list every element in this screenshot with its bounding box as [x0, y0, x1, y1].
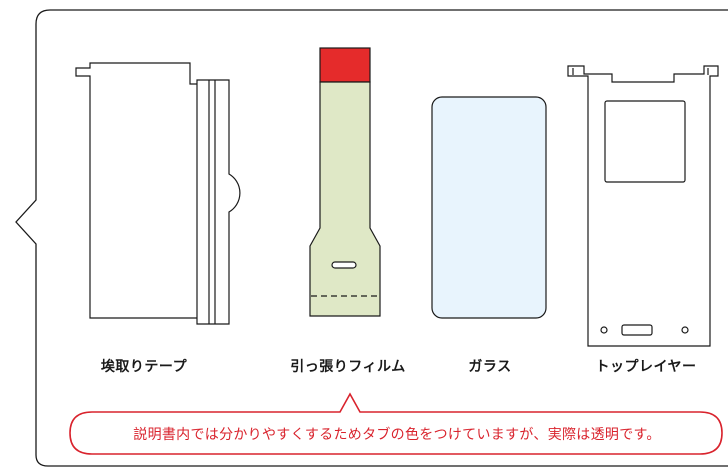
red-tab	[319, 47, 371, 83]
top-layer-illustration	[567, 65, 719, 347]
top-layer-label: トップレイヤー	[595, 359, 697, 375]
pull-film-illustration	[309, 47, 381, 317]
dust-tape-illustration	[75, 62, 241, 325]
speech-bubble-panel	[15, 9, 728, 467]
note-callout	[69, 392, 723, 455]
glass-label: ガラス	[468, 359, 512, 375]
glass-illustration	[431, 96, 547, 319]
pull-film-label: 引っ張りフィルム	[290, 359, 406, 375]
note-text: 説明書内では分かりやすくするためタブの色をつけていますが、実際は透明です。	[133, 427, 661, 443]
dust-tape-label: 埃取りテープ	[100, 359, 188, 375]
